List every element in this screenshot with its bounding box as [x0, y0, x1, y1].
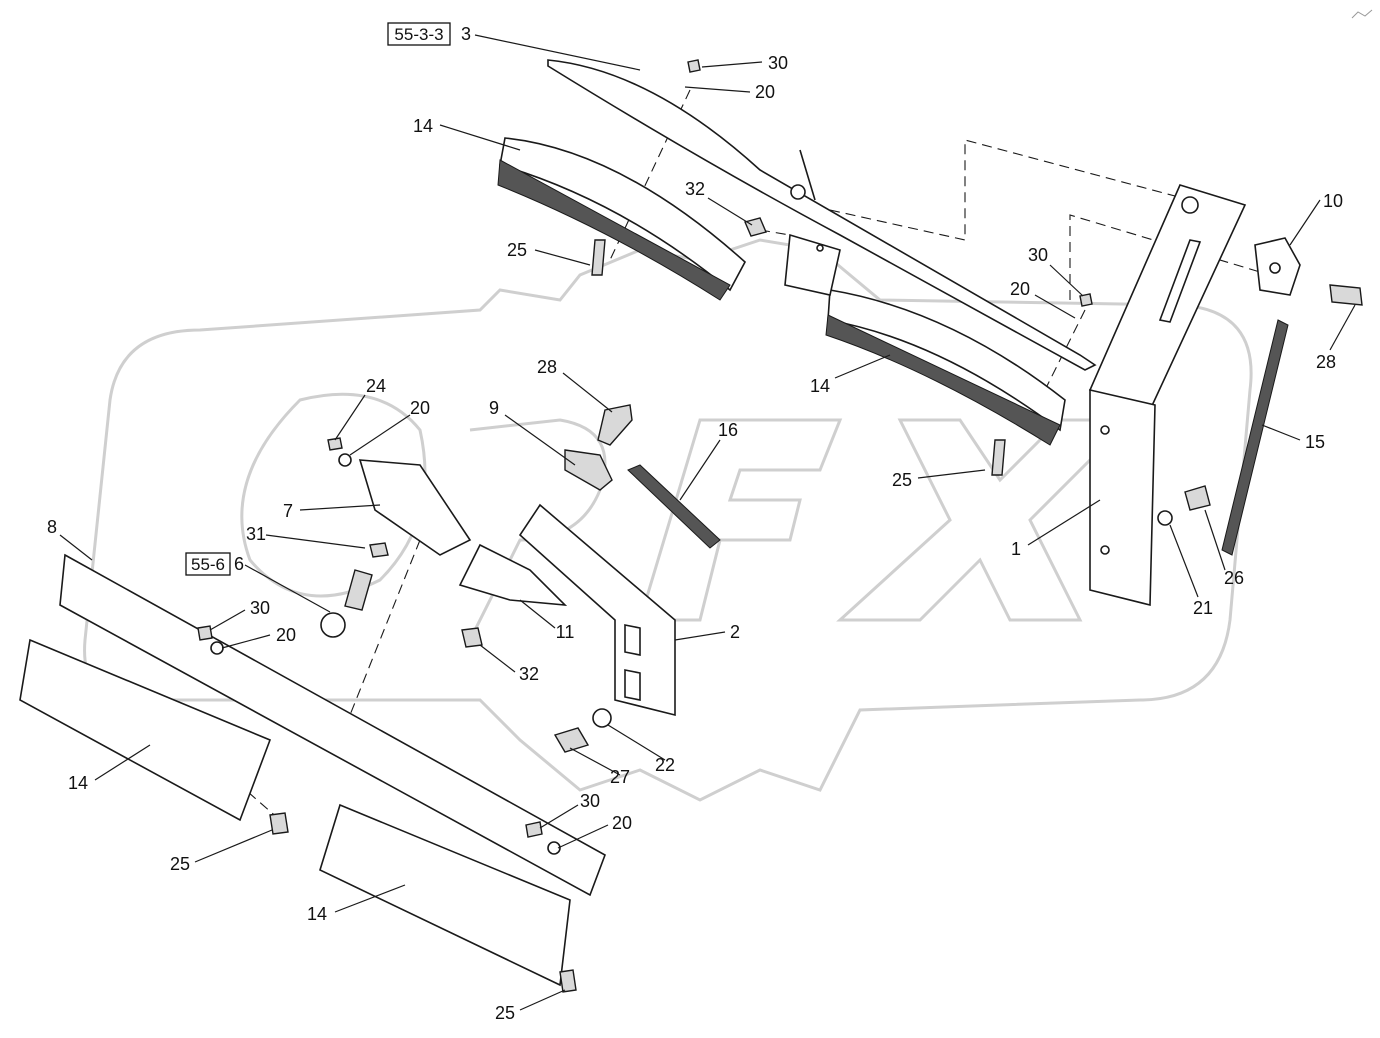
callout-21: 21: [1193, 598, 1213, 618]
part-15-spring: [1221, 319, 1289, 556]
callout-25: 25: [507, 240, 527, 260]
callout-14: 14: [810, 376, 830, 396]
callout-28: 28: [1316, 352, 1336, 372]
callout-16: 16: [718, 420, 738, 440]
callout-14: 14: [68, 773, 88, 793]
part-14-brush-upper: [497, 137, 747, 301]
callout-10: 10: [1323, 191, 1343, 211]
part-10-clip: [1254, 237, 1301, 296]
part-22-washer: [592, 708, 612, 728]
callout-14: 14: [413, 116, 433, 136]
callout-8: 8: [47, 517, 57, 537]
callout-7: 7: [283, 501, 293, 521]
corner-mark: [1351, 9, 1373, 19]
callout-1: 1: [1011, 539, 1021, 559]
callout-20: 20: [612, 813, 632, 833]
callout-20: 20: [755, 82, 775, 102]
callout-14: 14: [307, 904, 327, 924]
callout-labels: 3 30 20 14 32 10 25 30 20 28 28 14 24 20…: [47, 24, 1343, 1023]
callout-20: 20: [1010, 279, 1030, 299]
ref-label-55-6: 55-6: [191, 555, 225, 574]
part-8-mount-bar: [19, 553, 606, 987]
part-1-post: [1088, 184, 1247, 607]
callout-3: 3: [461, 24, 471, 44]
part-16-spring: [627, 464, 721, 549]
callout-30: 30: [250, 598, 270, 618]
callout-25: 25: [892, 470, 912, 490]
ref-box-55-6: 55-6: [185, 552, 231, 576]
callout-27: 27: [610, 767, 630, 787]
callout-26: 26: [1224, 568, 1244, 588]
callout-28: 28: [537, 357, 557, 377]
callout-9: 9: [489, 398, 499, 418]
callout-6: 6: [234, 554, 244, 574]
part-3-curved-bar: [547, 59, 1097, 371]
callout-25: 25: [495, 1003, 515, 1023]
callout-11: 11: [556, 622, 575, 642]
ref-box-55-3-3: 55-3-3: [387, 22, 451, 46]
callout-20: 20: [276, 625, 296, 645]
part-6-ball-joint: [320, 569, 373, 638]
callout-32: 32: [519, 664, 539, 684]
part-14-brush-middle: [825, 289, 1066, 446]
callout-24: 24: [366, 376, 386, 396]
callout-25: 25: [170, 854, 190, 874]
part-9-clamp: [564, 449, 613, 491]
small-hardware: [197, 59, 1211, 993]
callout-31: 31: [246, 524, 266, 544]
callout-30: 30: [768, 53, 788, 73]
part-7-plate: [358, 459, 472, 556]
callout-22: 22: [655, 755, 675, 775]
callout-2: 2: [730, 622, 740, 642]
callout-30: 30: [580, 791, 600, 811]
callout-20: 20: [410, 398, 430, 418]
callout-32: 32: [685, 179, 705, 199]
watermark-logo: [83, 238, 1253, 802]
part-2-bracket: [518, 503, 676, 717]
ref-label-55-3-3: 55-3-3: [394, 25, 443, 44]
part-11-bracket: [458, 543, 568, 606]
callout-15: 15: [1305, 432, 1325, 452]
leader-lines: [59, 34, 1356, 1011]
part-28-bolts: [597, 284, 1363, 446]
part-27-bolt: [553, 727, 590, 753]
callout-30: 30: [1028, 245, 1048, 265]
connector-block: [784, 233, 841, 296]
